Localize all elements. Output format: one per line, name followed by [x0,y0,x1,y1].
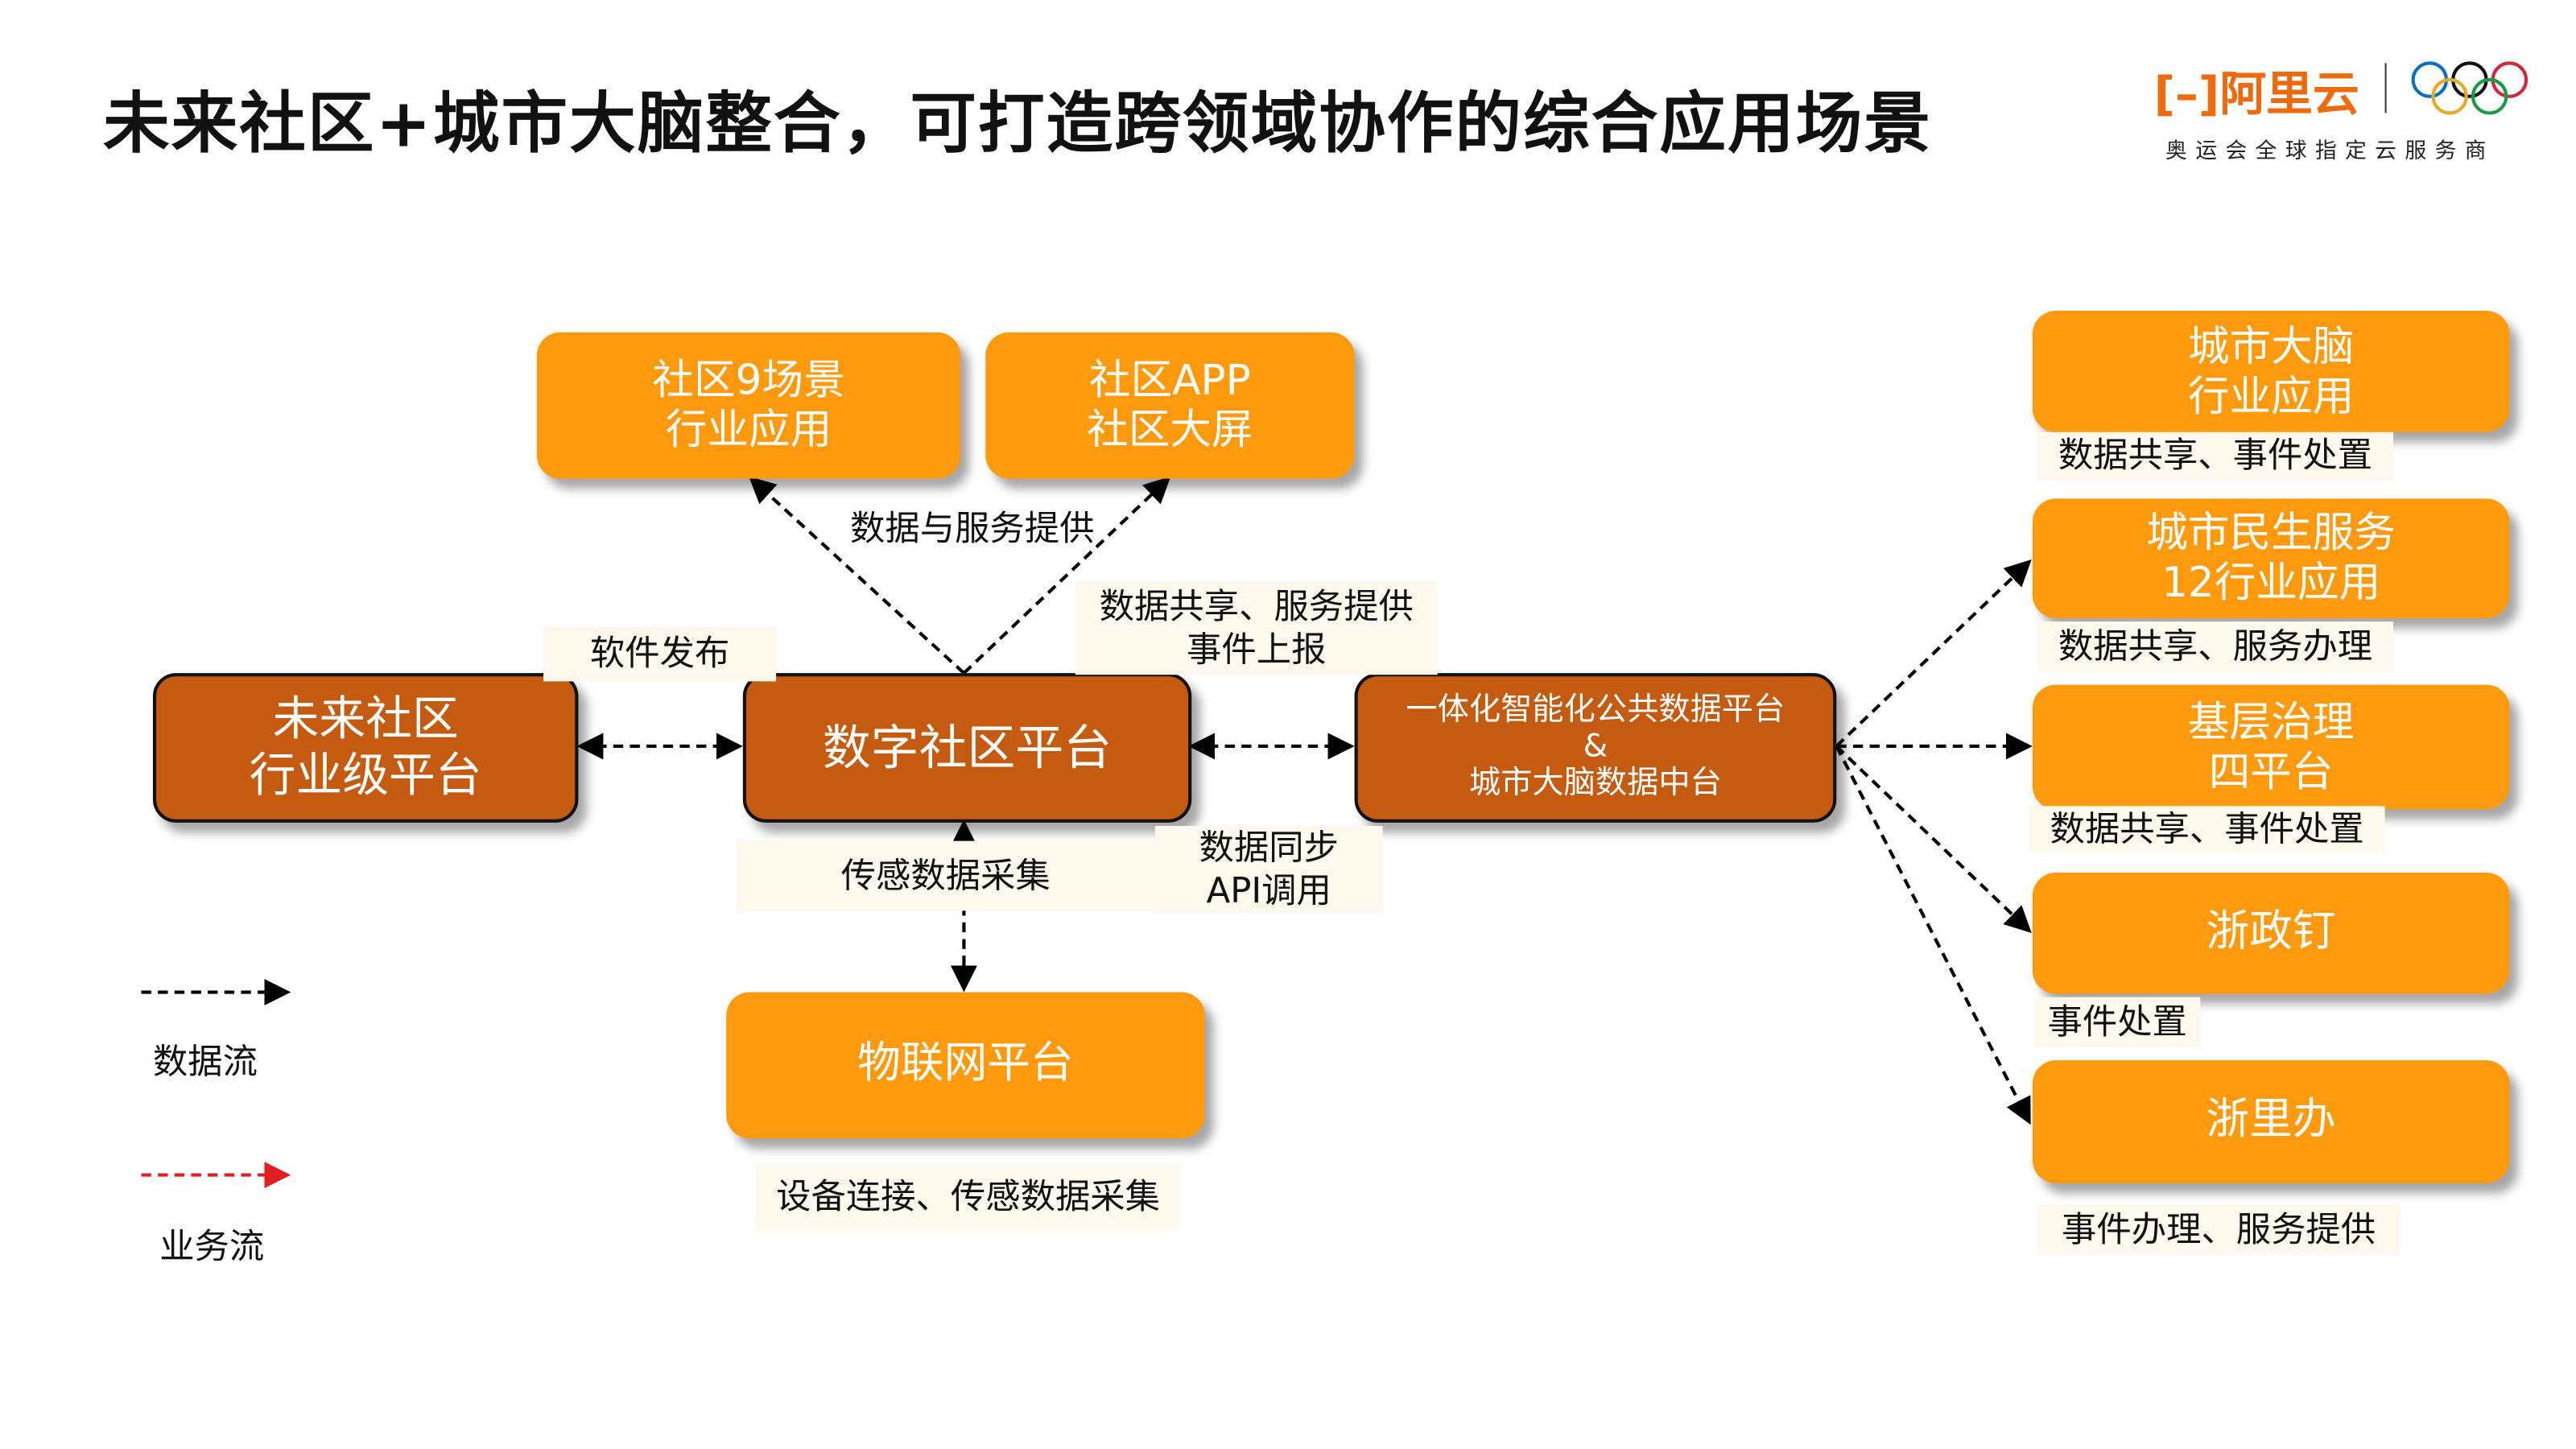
node-label: 城市大脑数据中台 [1468,764,1722,801]
logo-subtitle: 奥运会全球指定云服务商 [2165,139,2495,165]
node-label: 12行业应用 [2161,558,2381,607]
legend-data-flow: 数据流 [152,1042,258,1082]
node-label: 社区APP [1088,355,1251,404]
node-label: 一体化智能化公共数据平台 [1406,691,1785,729]
arrow-to-community-app [962,476,1171,675]
node-label: 数字社区平台 [822,719,1113,776]
arrow-to-city-services [1835,559,2032,748]
label-city-brain-note: 数据共享、事件处置 [2037,431,2393,481]
node-label: 城市大脑 [2187,321,2355,370]
node-label: 行业应用 [2187,371,2355,420]
label-grassroots-note: 数据共享、事件处置 [2029,806,2385,853]
node-community-scenes: 社区9场景行业应用 [536,332,961,479]
aliyun-bracket-icon: [–] [2153,66,2220,122]
legend-business-flow: 业务流 [159,1226,265,1267]
node-city-brain: 城市大脑行业应用 [2032,311,2510,432]
label-line: 事件上报 [1187,630,1327,670]
label-data-service: 数据与服务提供 [849,508,1095,549]
label-line: 数据共享、服务提供 [1099,586,1414,626]
aliyun-logo: [–]阿里云 [2153,66,2359,122]
node-label: & [1583,728,1608,765]
node-grassroots: 基层治理四平台 [2032,684,2510,810]
label-city-services-note: 数据共享、服务办理 [2037,621,2393,672]
node-zheliban: 浙里办 [2032,1060,2510,1183]
label-line: 数据同步 [1199,827,1339,868]
node-future-community: 未来社区行业级平台 [152,673,579,823]
label-line: API调用 [1206,870,1331,911]
label-zhezhengding-note: 事件处置 [2033,997,2201,1047]
node-label: 物联网平台 [857,1039,1074,1090]
node-label: 行业级平台 [249,748,482,803]
arrow-to-community-scenes [749,476,965,675]
node-label: 城市民生服务 [2146,508,2396,557]
label-zheliban-note: 事件办理、服务提供 [2037,1204,2401,1255]
node-zhezhengding: 浙政钉 [2032,872,2510,994]
node-digital-community: 数字社区平台 [742,673,1192,823]
node-label: 浙政钉 [2206,907,2336,957]
node-public-data-platform: 一体化智能化公共数据平台&城市大脑数据中台 [1354,673,1837,823]
node-label: 浙里办 [2206,1096,2336,1146]
node-label: 社区大屏 [1087,405,1253,454]
node-label: 未来社区 [272,691,459,747]
node-label: 社区9场景 [652,355,845,404]
label-sensor-collect: 传感数据采集 [736,840,1155,911]
arrow-to-zheliban [1835,745,2031,1125]
label-device-connect: 设备连接、传感数据采集 [756,1163,1180,1230]
node-label: 行业应用 [665,405,832,454]
logo-divider [2384,63,2387,114]
node-label: 四平台 [2208,746,2334,795]
node-label: 基层治理 [2187,697,2355,745]
node-iot-platform: 物联网平台 [726,992,1205,1139]
olympic-rings-icon [2411,61,2529,115]
label-software-release: 软件发布 [543,626,777,682]
arrow-to-zhezhengding [1835,745,2032,933]
page-title: 未来社区+城市大脑整合，可打造跨领域协作的综合应用场景 [102,86,1933,163]
label-share-service: 数据共享、服务提供事件上报 [1075,581,1438,675]
